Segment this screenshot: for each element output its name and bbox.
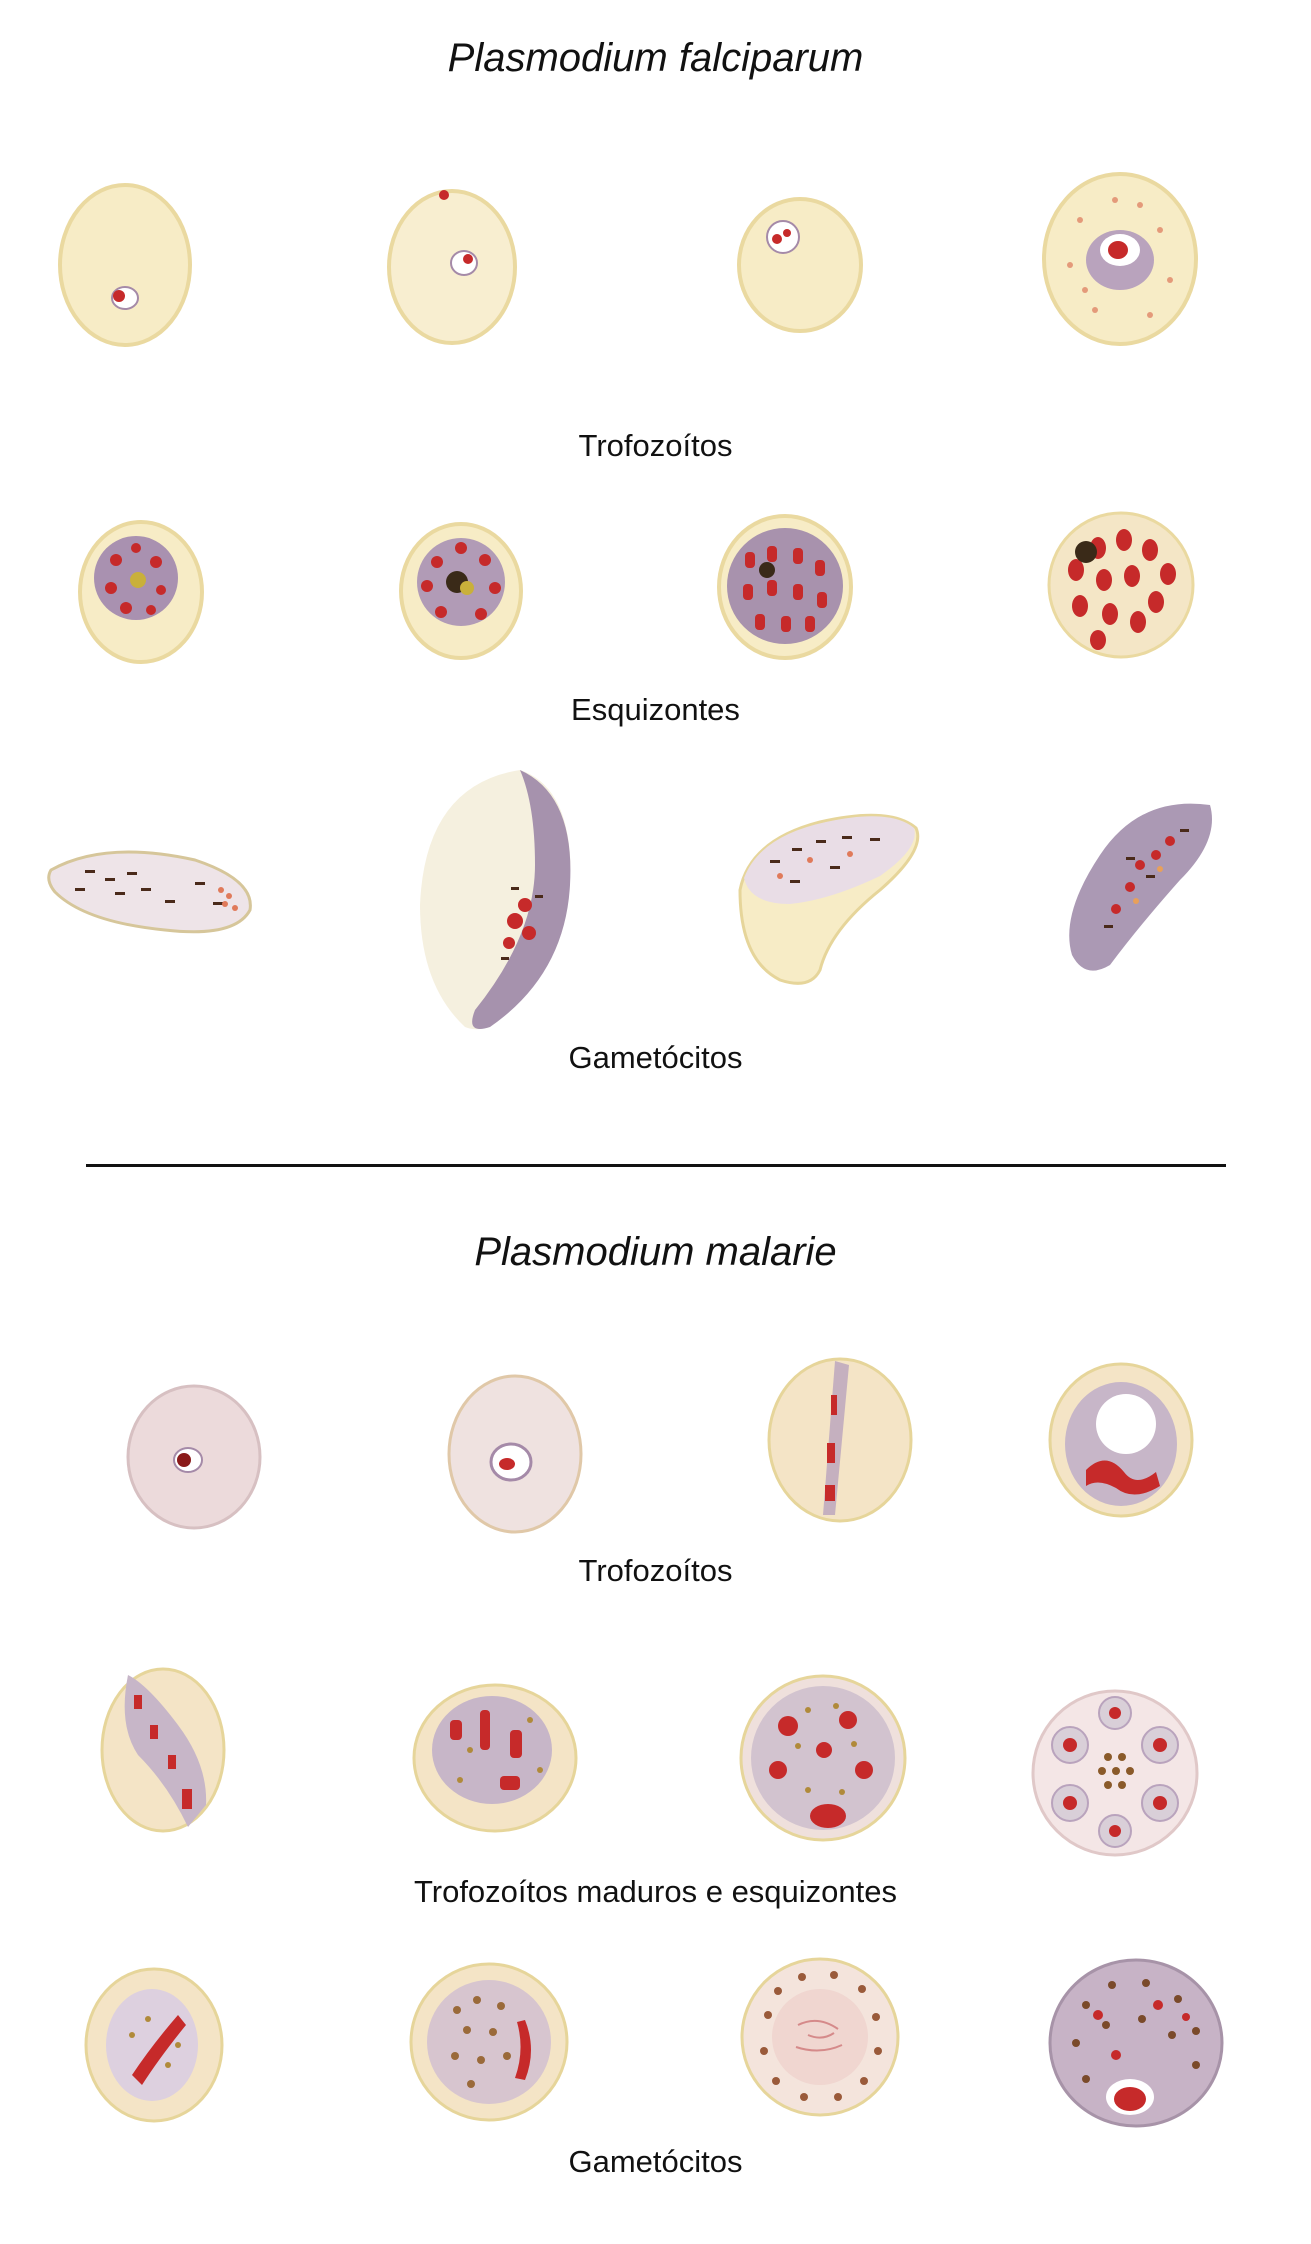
group-label-malarie-trophozoites: Trofozoítos xyxy=(578,1553,733,1588)
cell-malarie-ring-large xyxy=(447,1374,583,1534)
cell-malarie-gametocyte-young xyxy=(84,1967,224,2123)
cell-falciparum-gametocyte-kidney xyxy=(1069,803,1212,971)
cell-malarie-gametocyte-round xyxy=(740,1957,900,2117)
cell-falciparum-schizont-mid xyxy=(399,522,523,660)
cell-falciparum-ring-small xyxy=(58,183,192,347)
cell-falciparum-trophozoite-stippled xyxy=(1042,172,1198,346)
cell-falciparum-schizont-late xyxy=(717,514,853,660)
cell-malarie-rosette xyxy=(1031,1689,1199,1857)
cell-malarie-gametocyte-pigmented xyxy=(409,1962,569,2122)
cell-malarie-schizont-early xyxy=(412,1683,578,1833)
cell-malarie-amoeboid xyxy=(1048,1362,1194,1518)
cell-malarie-schizont-pigmented xyxy=(739,1674,907,1842)
cell-falciparum-gametocyte-banana xyxy=(47,850,252,934)
cell-malarie-band-mature xyxy=(100,1667,226,1833)
section-title-malarie: Plasmodium malarie xyxy=(474,1230,837,1274)
group-label-malarie-mature: Trofozoítos maduros e esquizontes xyxy=(413,1874,898,1909)
cell-falciparum-ring-edge xyxy=(387,189,517,345)
section-title-falciparum: Plasmodium falciparum xyxy=(447,36,864,80)
group-label-falciparum-schizonts: Esquizontes xyxy=(571,692,740,727)
group-label-falciparum-trophozoites: Trofozoítos xyxy=(578,428,733,463)
cell-malarie-gametocyte-mature xyxy=(1048,1958,1224,2128)
section-divider xyxy=(86,1164,1226,1167)
cell-malarie-ring-small xyxy=(126,1384,262,1530)
group-label-falciparum-gametocytes: Gametócitos xyxy=(568,1040,743,1075)
cell-malarie-band-form xyxy=(767,1357,913,1523)
cell-falciparum-gametocyte-curved xyxy=(738,813,920,985)
group-label-malarie-gametocytes: Gametócitos xyxy=(568,2144,743,2179)
cell-falciparum-gametocyte-crescent xyxy=(420,770,571,1030)
cell-falciparum-ring-double xyxy=(737,197,863,333)
cell-falciparum-schizont-early xyxy=(78,520,204,664)
cell-falciparum-schizont-mature xyxy=(1047,511,1195,659)
